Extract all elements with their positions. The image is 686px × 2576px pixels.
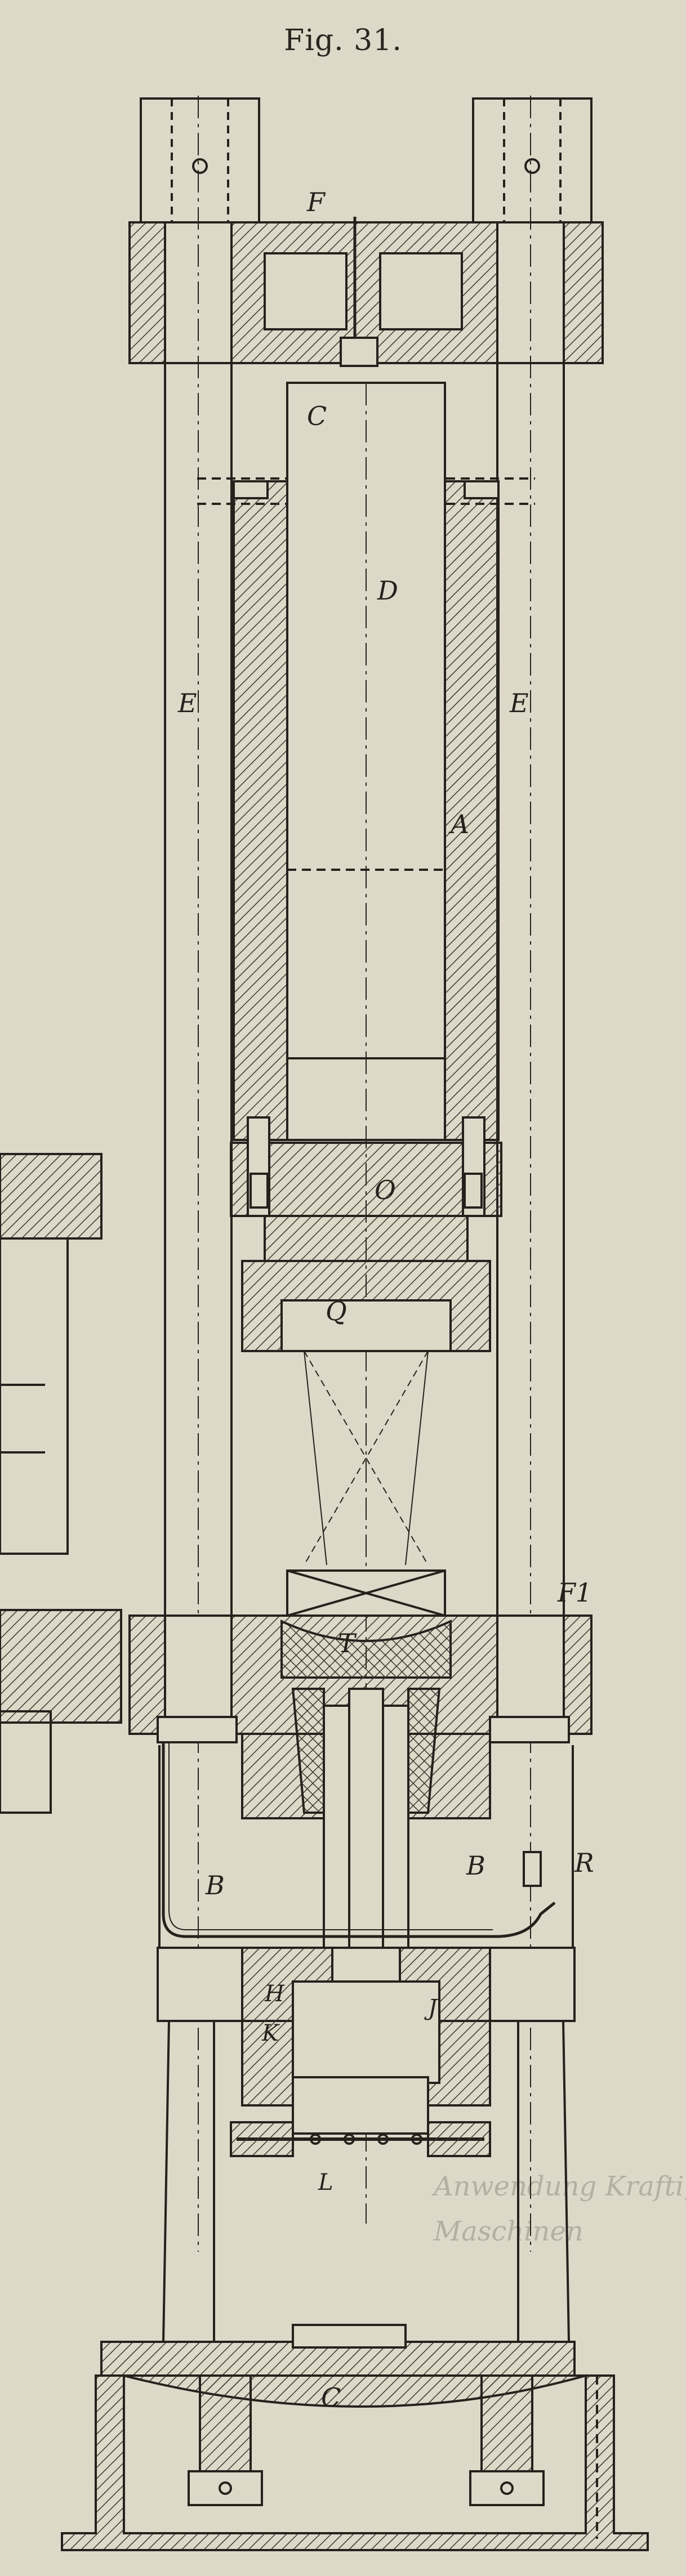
label-D: D — [377, 575, 398, 606]
label-F1: F1 — [557, 1577, 592, 1608]
label-O: O — [375, 1175, 396, 1205]
tie-bolt — [230, 2076, 491, 2157]
base-plate — [61, 2324, 649, 2551]
bleed-text-2: Maschinen — [433, 2216, 583, 2247]
bleed-through-text: Anwendung Kraftiger Maschinen — [431, 2171, 686, 2247]
lower-frame — [157, 1745, 576, 2343]
plunger — [286, 382, 446, 2224]
label-E-right: E — [509, 688, 529, 718]
supply-pipe — [162, 1742, 556, 1938]
die-space — [304, 1350, 429, 1566]
label-H: H — [264, 1981, 285, 2007]
label-B-right: B — [466, 1850, 485, 1881]
left-column-nut — [140, 97, 260, 223]
right-column-nut — [472, 97, 593, 223]
label-K: K — [261, 2020, 280, 2046]
label-B-left: B — [205, 1870, 225, 1900]
label-Q: Q — [326, 1296, 347, 1326]
label-C: C — [307, 401, 327, 431]
adjacent-figure-fragment — [0, 1153, 122, 1814]
label-E-left: E — [177, 688, 197, 718]
top-crosshead — [128, 217, 604, 367]
label-F: F — [306, 187, 326, 217]
label-A: A — [448, 809, 469, 839]
label-L: L — [318, 2170, 333, 2195]
figure-title: Fig. 31. — [284, 24, 402, 57]
label-R: R — [574, 1848, 594, 1878]
label-T: T — [338, 1628, 357, 1658]
bleed-text-1: Anwendung Kraftiger — [431, 2171, 686, 2202]
left-column — [164, 96, 233, 2252]
moving-crosshead — [230, 1116, 502, 1352]
label-C-base: C — [321, 2382, 341, 2413]
